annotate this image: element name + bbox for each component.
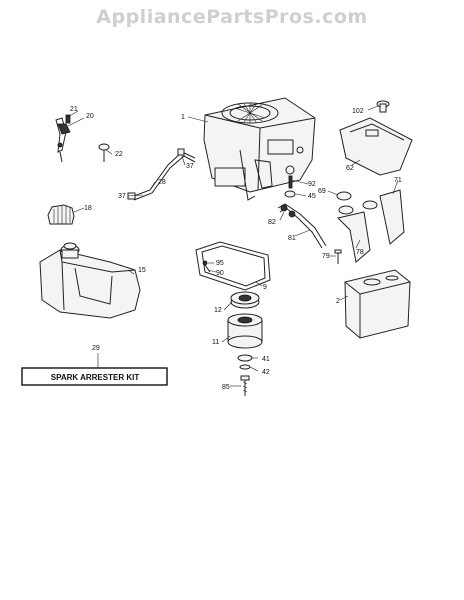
callout-41: 41 xyxy=(262,356,270,363)
callout-2: 2 xyxy=(336,298,340,305)
callout-71: 71 xyxy=(394,177,402,184)
clutch xyxy=(227,313,263,349)
screws xyxy=(284,175,296,198)
callout-45: 45 xyxy=(308,193,316,200)
brackets xyxy=(337,189,405,263)
callout-15: 15 xyxy=(138,267,146,274)
screw-79 xyxy=(334,249,342,264)
callout-21: 21 xyxy=(70,106,78,113)
callout-102: 102 xyxy=(352,108,364,115)
knob xyxy=(376,100,390,113)
callout-37-left: 37 xyxy=(118,193,126,200)
callout-11: 11 xyxy=(212,339,219,346)
callout-79: 79 xyxy=(322,253,330,260)
callout-78: 78 xyxy=(356,249,364,256)
callout-22: 22 xyxy=(115,151,123,158)
callout-28: 28 xyxy=(158,179,166,186)
push-pin xyxy=(98,143,110,162)
heat-shield xyxy=(339,117,413,176)
spark-arrester-kit: SPARK ARRESTER KIT xyxy=(21,353,168,386)
callout-18: 18 xyxy=(84,205,92,212)
clip-assembly xyxy=(55,114,71,163)
callout-20: 20 xyxy=(86,113,94,120)
callout-85: 85 xyxy=(222,384,230,391)
bolt xyxy=(240,375,250,396)
clamps xyxy=(336,191,378,215)
callout-62: 62 xyxy=(346,165,354,172)
fuel-line xyxy=(127,148,196,201)
callout-92: 92 xyxy=(308,181,316,188)
engine-assembly xyxy=(203,97,316,201)
watermark: AppliancePartsPros.com xyxy=(96,6,368,28)
hose xyxy=(277,203,327,249)
callout-1: 1 xyxy=(181,114,185,121)
callout-90: 90 xyxy=(216,270,224,277)
gasket xyxy=(195,241,271,291)
callout-95: 95 xyxy=(216,260,224,267)
fuel-cap xyxy=(47,204,75,225)
leader-lines xyxy=(65,105,399,387)
pulley xyxy=(230,291,260,309)
fuel-tank xyxy=(39,242,141,319)
callout-42: 42 xyxy=(262,369,270,376)
callout-numbers: 1 2 9 11 12 15 18 20 21 22 28 29 37 37 4… xyxy=(70,106,402,391)
callout-37-top: 37 xyxy=(186,163,194,170)
callout-29: 29 xyxy=(92,345,100,352)
callout-82: 82 xyxy=(268,219,276,226)
kit-label: SPARK ARRESTER KIT xyxy=(51,373,140,382)
callout-69: 69 xyxy=(318,188,326,195)
washers xyxy=(237,354,253,370)
callout-12: 12 xyxy=(214,307,222,314)
callout-9: 9 xyxy=(263,284,267,291)
callout-81: 81 xyxy=(288,235,296,242)
muffler xyxy=(344,269,411,339)
